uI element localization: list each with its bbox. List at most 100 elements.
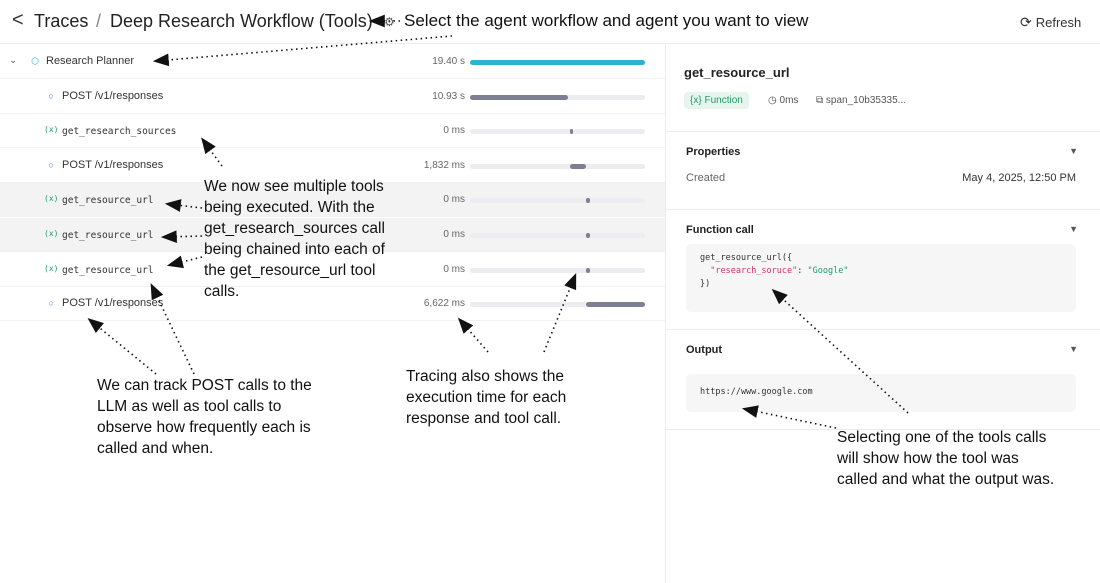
clock-icon: ◷ xyxy=(768,95,780,106)
timeline-bar xyxy=(586,198,590,204)
cube-icon: ⬡ xyxy=(31,56,39,66)
annotation-line: the get_resource_url tool xyxy=(204,262,376,279)
header: < Traces / Deep Research Workflow (Tools… xyxy=(0,0,1100,44)
timeline-track xyxy=(470,163,645,169)
span-row[interactable]: ⌄ ⬡ Research Planner 19.40 s xyxy=(0,45,665,79)
chat-bubble-icon: ○ xyxy=(48,90,54,101)
annotation-line: Selecting one of the tools calls xyxy=(837,429,1047,446)
annotation-line: We now see multiple tools xyxy=(204,178,384,195)
span-duration: 19.40 s xyxy=(432,56,465,67)
timeline-track xyxy=(470,198,645,204)
annotation-selecting: Selecting one of the tools calls will sho… xyxy=(837,427,1054,490)
timeline-track xyxy=(470,94,645,100)
timeline-bar xyxy=(470,60,645,65)
span-id-meta[interactable]: ⧉ span_10b35335... xyxy=(816,95,906,106)
chat-bubble-icon: ○ xyxy=(48,159,54,170)
timeline-track xyxy=(470,302,645,308)
refresh-icon: ⟳ xyxy=(1020,14,1032,30)
timeline-track xyxy=(470,233,645,238)
span-duration: 1,832 ms xyxy=(423,159,465,171)
timeline-bar xyxy=(470,94,568,100)
properties-section: Properties ▼ Created May 4, 2025, 12:50 … xyxy=(666,131,1100,209)
properties-header[interactable]: Properties xyxy=(686,146,741,158)
function-call-code: get_resource_url({ "research_soruce": "G… xyxy=(686,244,1076,312)
output-section: Output ▼ https://www.google.com xyxy=(666,329,1100,429)
span-detail-panel: get_resource_url {x} Function ◷ 0ms ⧉ sp… xyxy=(666,45,1100,583)
chevron-down-icon[interactable]: ▼ xyxy=(1069,224,1078,234)
code-colon: : xyxy=(797,266,808,276)
annotation-line: response and tool call. xyxy=(406,410,562,427)
timeline-bar xyxy=(569,129,574,135)
function-icon: (x) xyxy=(44,263,59,273)
span-row[interactable]: (x)get_resource_url 0 ms xyxy=(0,218,665,252)
annotation-line: Tracing also shows the xyxy=(406,368,564,385)
span-duration: 0 ms xyxy=(443,229,465,240)
timeline-track xyxy=(470,129,645,135)
type-badge-label: Function xyxy=(704,95,743,106)
code-arg-value: "Google" xyxy=(807,266,849,276)
chevron-down-icon[interactable]: ⌄ xyxy=(9,55,18,66)
function-icon: (x) xyxy=(44,229,59,238)
span-label: get_research_sources xyxy=(62,126,177,138)
annotation-line: being chained into each of xyxy=(204,241,385,258)
span-row[interactable]: (x)get_research_sources 0 ms xyxy=(0,114,665,149)
span-row[interactable]: ○ POST /v1/responses 10.93 s xyxy=(0,80,665,114)
span-label: get_resource_url xyxy=(62,230,154,241)
refresh-button[interactable]: ⟳Refresh xyxy=(1020,14,1081,31)
timeline-bar xyxy=(586,267,590,273)
function-icon: (x) xyxy=(44,194,59,204)
annotation-line: calls. xyxy=(204,283,240,300)
annotation-line: will show how the tool was xyxy=(837,450,1019,467)
annotation-line: called and when. xyxy=(97,440,214,457)
span-label: Research Planner xyxy=(46,55,135,67)
chevron-down-icon[interactable]: ▼ xyxy=(1069,344,1078,354)
timeline-bar xyxy=(585,302,645,308)
created-value: May 4, 2025, 12:50 PM xyxy=(962,172,1076,184)
duration-value: 0ms xyxy=(779,95,799,106)
span-label: get_resource_url xyxy=(62,264,154,276)
output-header[interactable]: Output xyxy=(686,344,723,356)
annotation-top: Select the agent workflow and agent you … xyxy=(404,11,809,30)
span-label: POST /v1/responses xyxy=(62,158,164,171)
timeline-bar xyxy=(569,163,587,169)
function-icon: {x} xyxy=(690,95,705,106)
duration-meta: ◷ 0ms xyxy=(768,95,798,106)
timeline-track xyxy=(470,60,645,65)
function-call-section: Function call ▼ get_resource_url({ "rese… xyxy=(666,209,1100,329)
timeline-track xyxy=(470,267,645,273)
annotation-line: LLM as well as tool calls to xyxy=(97,398,282,415)
workflow-switch-icon[interactable]: ⚙ xyxy=(384,15,395,29)
timeline-bar xyxy=(586,233,590,238)
chevron-left-icon[interactable]: < xyxy=(12,9,24,31)
created-label: Created xyxy=(686,172,726,184)
span-duration: 10.93 s xyxy=(432,90,465,102)
chat-bubble-icon: ○ xyxy=(48,298,54,309)
function-call-header[interactable]: Function call xyxy=(686,224,754,236)
span-list: ⌄ ⬡ Research Planner 19.40 s ○ POST /v1/respo… xyxy=(0,45,665,583)
span-label: POST /v1/responses xyxy=(62,89,164,102)
span-label: POST /v1/responses xyxy=(62,297,164,310)
detail-title: get_resource_url xyxy=(684,65,790,80)
annotation-line: We can track POST calls to the xyxy=(97,377,312,394)
copy-icon[interactable]: ⧉ xyxy=(816,95,826,106)
page-title[interactable]: Deep Research Workflow (Tools) xyxy=(110,11,373,31)
span-duration: 0 ms xyxy=(443,125,465,137)
span-duration: 0 ms xyxy=(443,194,465,206)
annotation-line: called and what the output was. xyxy=(837,471,1055,488)
output-section-bottom-border xyxy=(666,429,1100,430)
span-id-value: span_10b35335... xyxy=(825,95,906,106)
type-badge: {x} Function xyxy=(684,92,749,109)
code-line-1: get_resource_url({ xyxy=(700,253,793,263)
chevron-down-icon[interactable]: ▼ xyxy=(1069,146,1078,156)
span-duration: 6,622 ms xyxy=(423,298,465,310)
span-row[interactable]: ○ POST /v1/responses 1,832 ms xyxy=(0,149,665,183)
refresh-label: Refresh xyxy=(1035,15,1082,30)
function-icon: (x) xyxy=(44,125,59,135)
output-code: https://www.google.com xyxy=(686,374,1076,412)
breadcrumb-traces[interactable]: Traces xyxy=(34,11,89,31)
annotation-line: observe how frequently each is xyxy=(97,419,311,436)
